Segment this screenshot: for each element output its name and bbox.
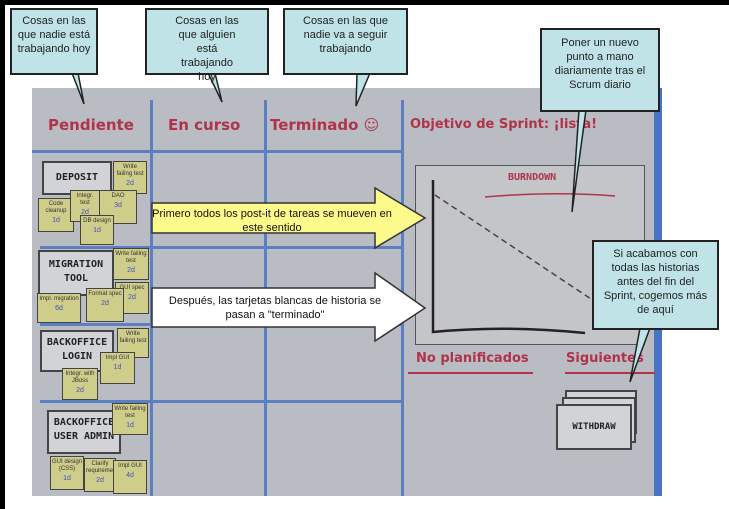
- row-divider: [40, 246, 402, 249]
- column-header-pending: Pendiente: [48, 116, 134, 134]
- white-arrow: [151, 271, 427, 343]
- section-next: Siguientes: [566, 351, 644, 366]
- column-header-sprint-goal: Objetivo de Sprint: ¡lista!: [410, 117, 598, 132]
- yellow-arrow: [151, 186, 427, 250]
- callout-done: Cosas en las que nadie va a seguir traba…: [283, 8, 408, 75]
- frame-top: [0, 0, 729, 5]
- yellow-arrow-text: Primero todos los post-it de tareas se m…: [152, 208, 392, 234]
- underline: [565, 372, 655, 374]
- burndown-title: BURNDOWN: [508, 172, 557, 183]
- story-card[interactable]: DEPOSIT: [42, 161, 112, 195]
- burndown-underline: [484, 192, 616, 198]
- section-unplanned: No planificados: [416, 351, 529, 366]
- column-header-in-progress: En curso: [168, 116, 241, 134]
- column-header-done: Terminado ☺: [270, 116, 380, 134]
- white-arrow-text: Después, las tarjetas blancas de histori…: [168, 295, 382, 321]
- callout-pending: Cosas en las que nadie está trabajando h…: [10, 8, 98, 75]
- burndown-ideal-line: [434, 194, 616, 316]
- underline: [408, 372, 533, 374]
- row-divider: [40, 400, 402, 403]
- story-card[interactable]: BACKOFFICE USER ADMIN: [47, 410, 121, 454]
- task-postit[interactable]: GUI design (CSS)1d: [50, 456, 84, 490]
- burndown-chart: [431, 180, 616, 335]
- callout-next: Si acabamos con todas las historias ante…: [592, 240, 719, 330]
- burndown-axes: [431, 180, 586, 335]
- arrows: [151, 186, 427, 343]
- frame-left: [0, 0, 5, 509]
- next-story-card-withdraw[interactable]: WITHDRAW: [556, 404, 632, 450]
- callout-burndown: Poner un nuevo punto a mano diariamente …: [540, 28, 660, 112]
- callout-in-progress: Cosas en las que alguien está trabajando…: [145, 8, 269, 83]
- header-divider: [32, 150, 402, 153]
